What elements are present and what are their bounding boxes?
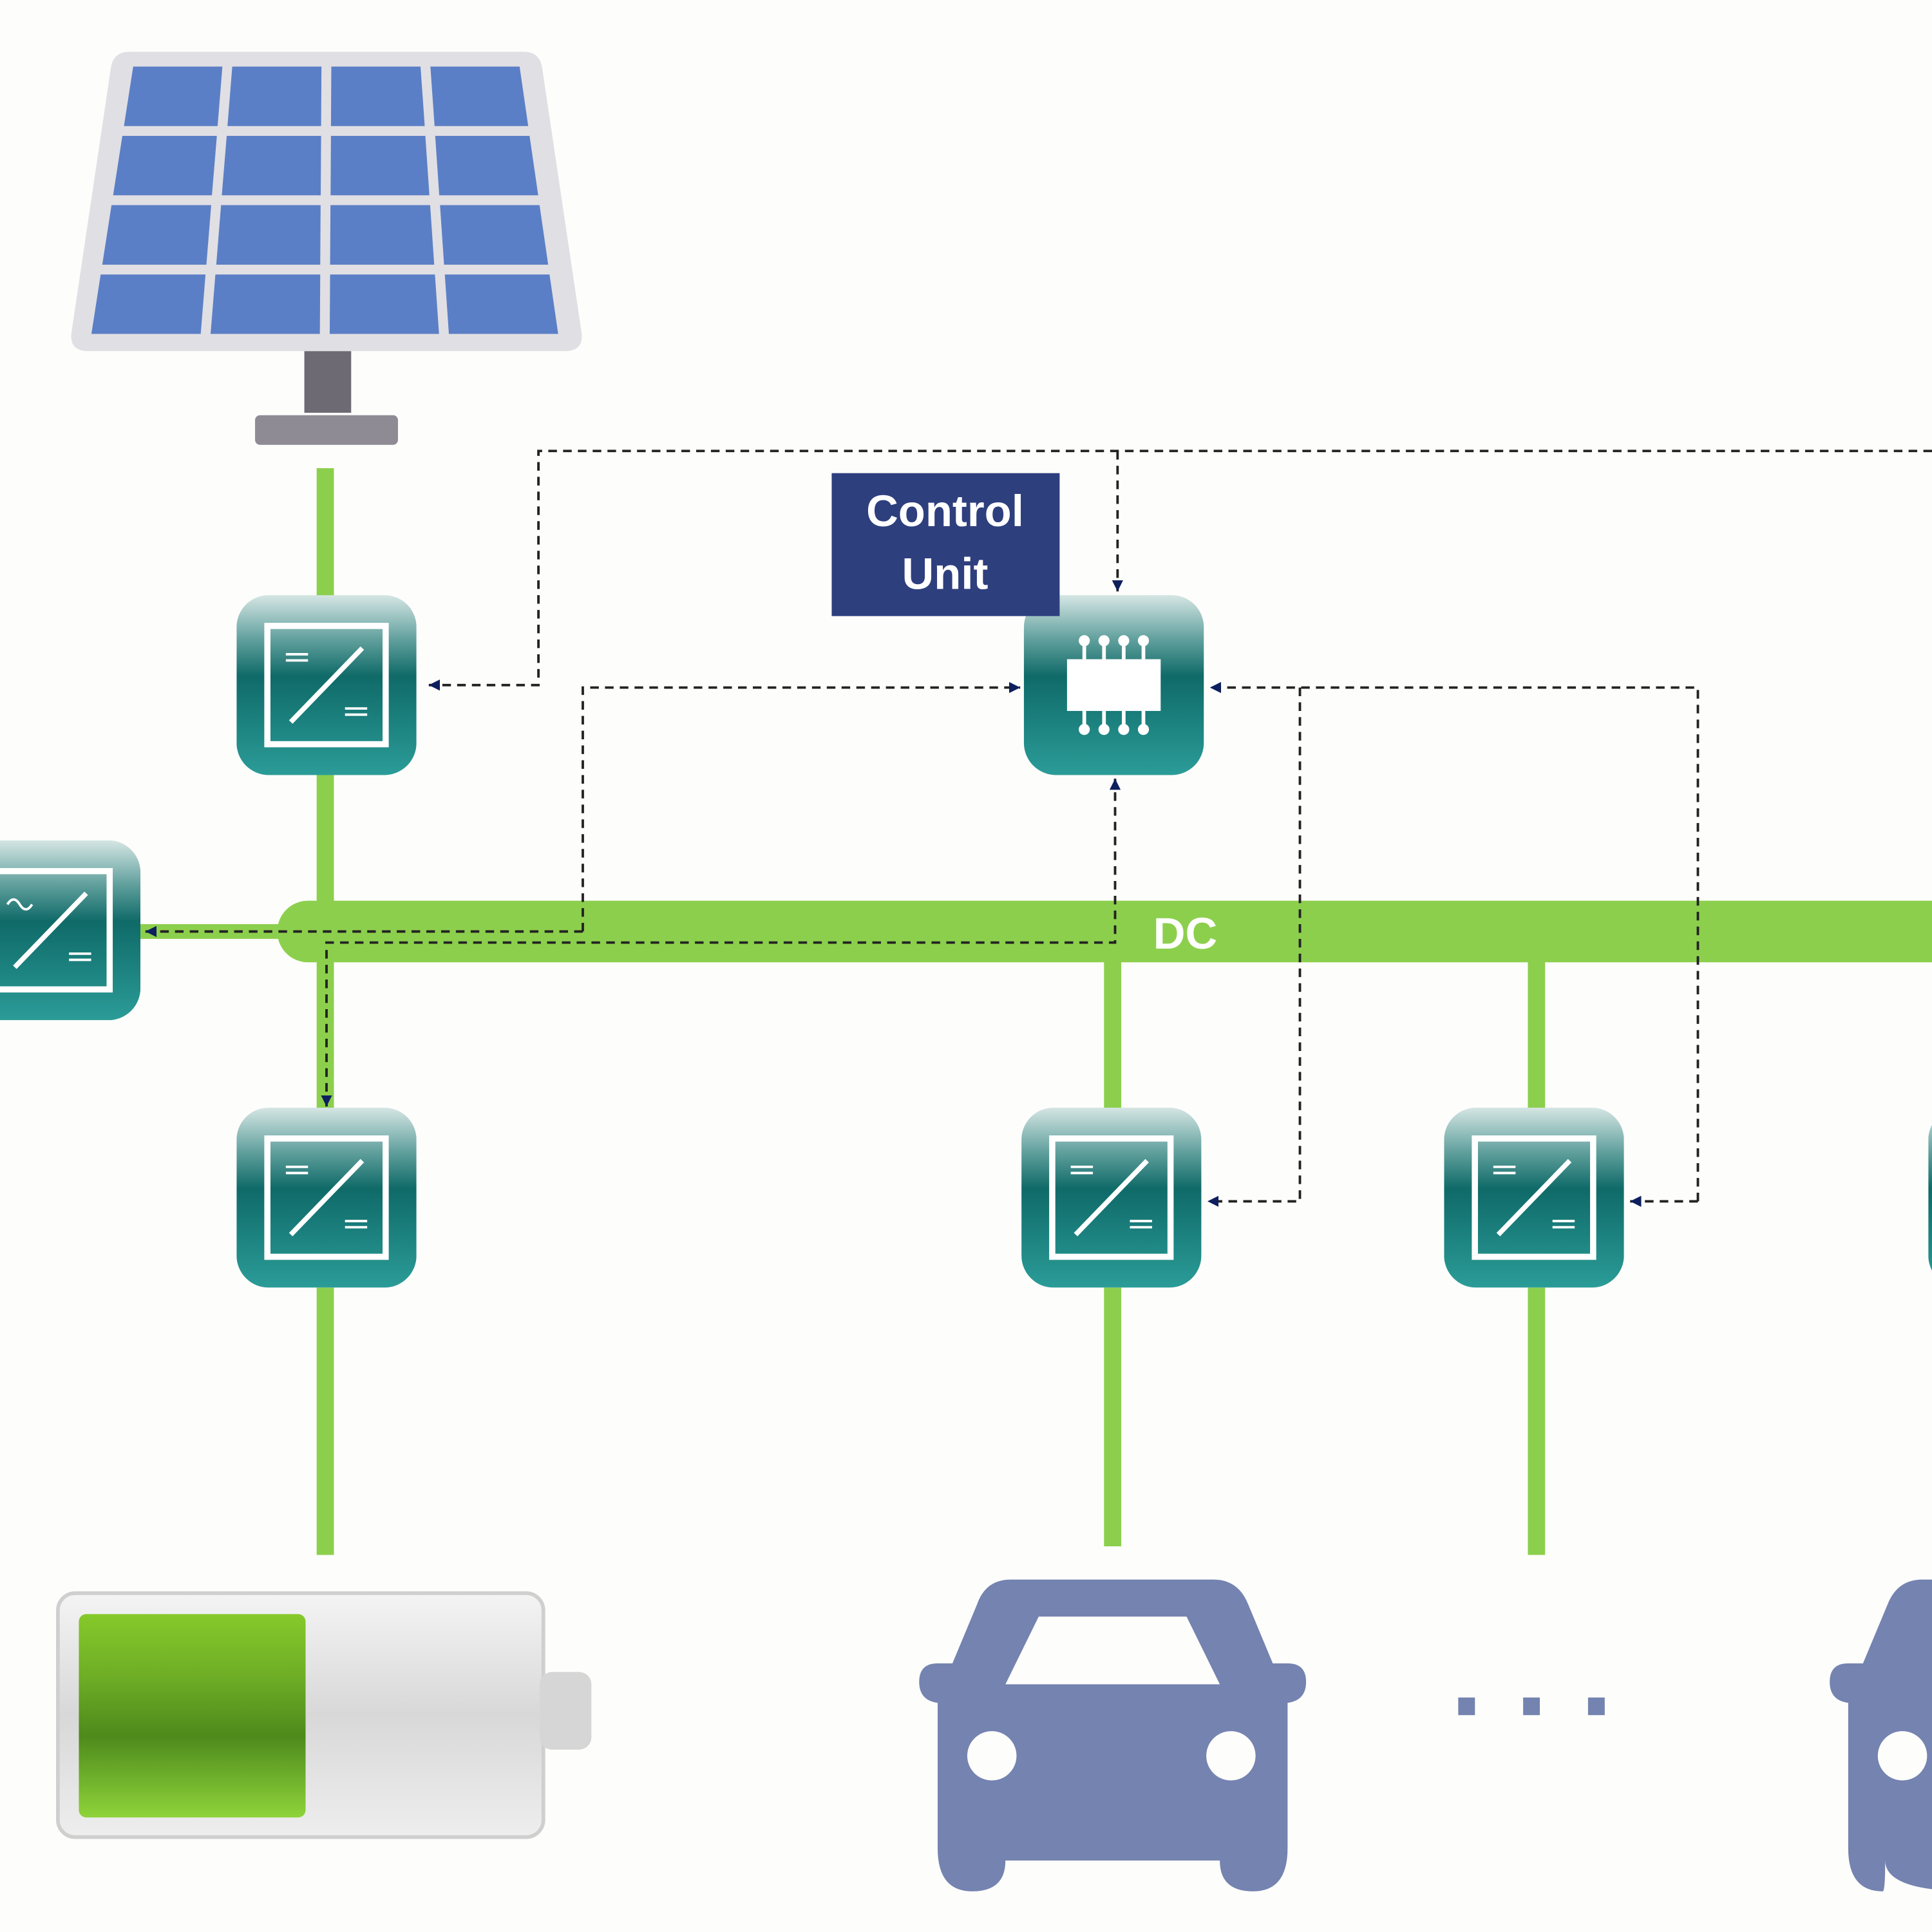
solar-cell	[430, 66, 529, 126]
dc-bus-label: DC	[1153, 909, 1217, 958]
electric-vehicle-n-icon	[1830, 1579, 1932, 1891]
control-unit-label-line2: Unit	[902, 549, 989, 599]
solar-cell	[210, 274, 321, 334]
solar-cell	[435, 136, 538, 196]
solar-cell	[222, 136, 321, 196]
solar-cell	[330, 136, 430, 196]
solar-cell	[329, 274, 439, 334]
control-signal-lines	[145, 450, 1932, 1208]
solar-cell	[330, 205, 435, 265]
ellipsis-dots: ...	[1450, 1608, 1645, 1740]
control-unit-chip-icon	[1023, 595, 1204, 775]
dc-bus	[277, 900, 1932, 963]
battery-icon	[56, 1591, 592, 1839]
evn-dcdc-converter-icon	[1928, 1108, 1932, 1287]
solar-cell	[444, 274, 558, 334]
solar-panel-icon	[71, 52, 582, 445]
electric-vehicle-icon	[919, 1579, 1307, 1891]
solar-cell	[124, 66, 223, 126]
control-unit-label: Control Unit	[831, 473, 1060, 616]
grid-acdc-converter-icon	[0, 840, 140, 1020]
solar-cell	[113, 136, 217, 196]
ev2-dcdc-converter-icon	[1444, 1108, 1624, 1287]
control-unit-label-line1: Control	[866, 486, 1024, 536]
ev1-dcdc-converter-icon	[1021, 1108, 1201, 1287]
solar-cell	[330, 66, 425, 126]
pv-dcdc-converter-icon	[236, 595, 416, 775]
solar-cell	[102, 205, 211, 265]
solar-cell	[91, 274, 206, 334]
solar-cell	[440, 205, 549, 265]
battery-dcdc-converter-icon	[236, 1108, 416, 1287]
solar-cell	[227, 66, 322, 126]
solar-cell	[216, 205, 321, 265]
